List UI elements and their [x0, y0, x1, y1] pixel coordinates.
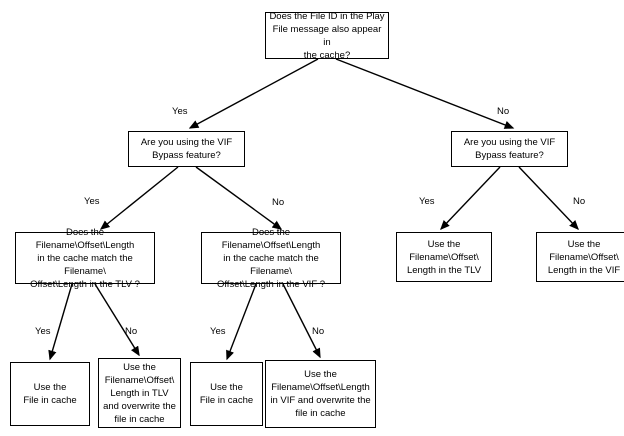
flowchart-node-use-tlv: Use the Filename\Offset\ Length in the T… [396, 232, 492, 282]
edge-lines [48, 58, 579, 361]
flowchart-edge-matchtlv-no [94, 283, 140, 357]
edge-label-matchvif-yes: Yes [210, 326, 226, 337]
flowchart-node-cache-1: Use the File in cache [10, 362, 90, 426]
edge-label-matchtlv-no: No [125, 326, 138, 337]
edge-label-root-no: No [497, 106, 510, 117]
flowchart-node-overwrite-vif: Use the Filename\Offset\Length in VIF an… [265, 360, 376, 428]
flowchart-node-use-vif: Use the Filename\Offset\ Length in the V… [536, 232, 624, 282]
flowchart-edge-root-no [335, 58, 515, 129]
flowchart-edge-vifright-yes [440, 166, 501, 231]
flowchart-node-match-tlv: Does the Filename\Offset\Length in the c… [15, 227, 155, 290]
flowchart-edge-vifright-no [518, 166, 579, 231]
flowchart-node-cache-2: Use the File in cache [190, 362, 263, 426]
flowchart-node-root: Does the File ID in the Play File messag… [265, 11, 389, 61]
edge-label-root-yes: Yes [172, 106, 188, 117]
flowchart-node-vif-left: Are you using the VIF Bypass feature? [128, 131, 245, 167]
flowchart-node-overwrite-tlv: Use the Filename\Offset\ Length in TLV a… [98, 358, 181, 428]
edge-label-matchvif-no: No [312, 326, 325, 337]
edge-label-vifright-yes: Yes [419, 196, 435, 207]
flowchart-edge-matchvif-no [282, 283, 321, 359]
edge-label-vifleft-no: No [272, 197, 285, 208]
edge-label-vifleft-yes: Yes [84, 196, 100, 207]
flowchart-edge-matchtlv-yes [48, 283, 73, 361]
flowchart-edge-vifleft-yes [99, 166, 179, 230]
flowchart-edge-matchvif-yes [226, 283, 257, 361]
flowchart-node-vif-right: Are you using the VIF Bypass feature? [451, 131, 568, 167]
flowchart-edge-root-yes [188, 58, 319, 129]
flowchart-edge-vifleft-no [195, 166, 283, 230]
flowchart-node-match-vif: Does the Filename\Offset\Length in the c… [201, 227, 341, 290]
edge-label-vifright-no: No [573, 196, 586, 207]
edge-label-matchtlv-yes: Yes [35, 326, 51, 337]
